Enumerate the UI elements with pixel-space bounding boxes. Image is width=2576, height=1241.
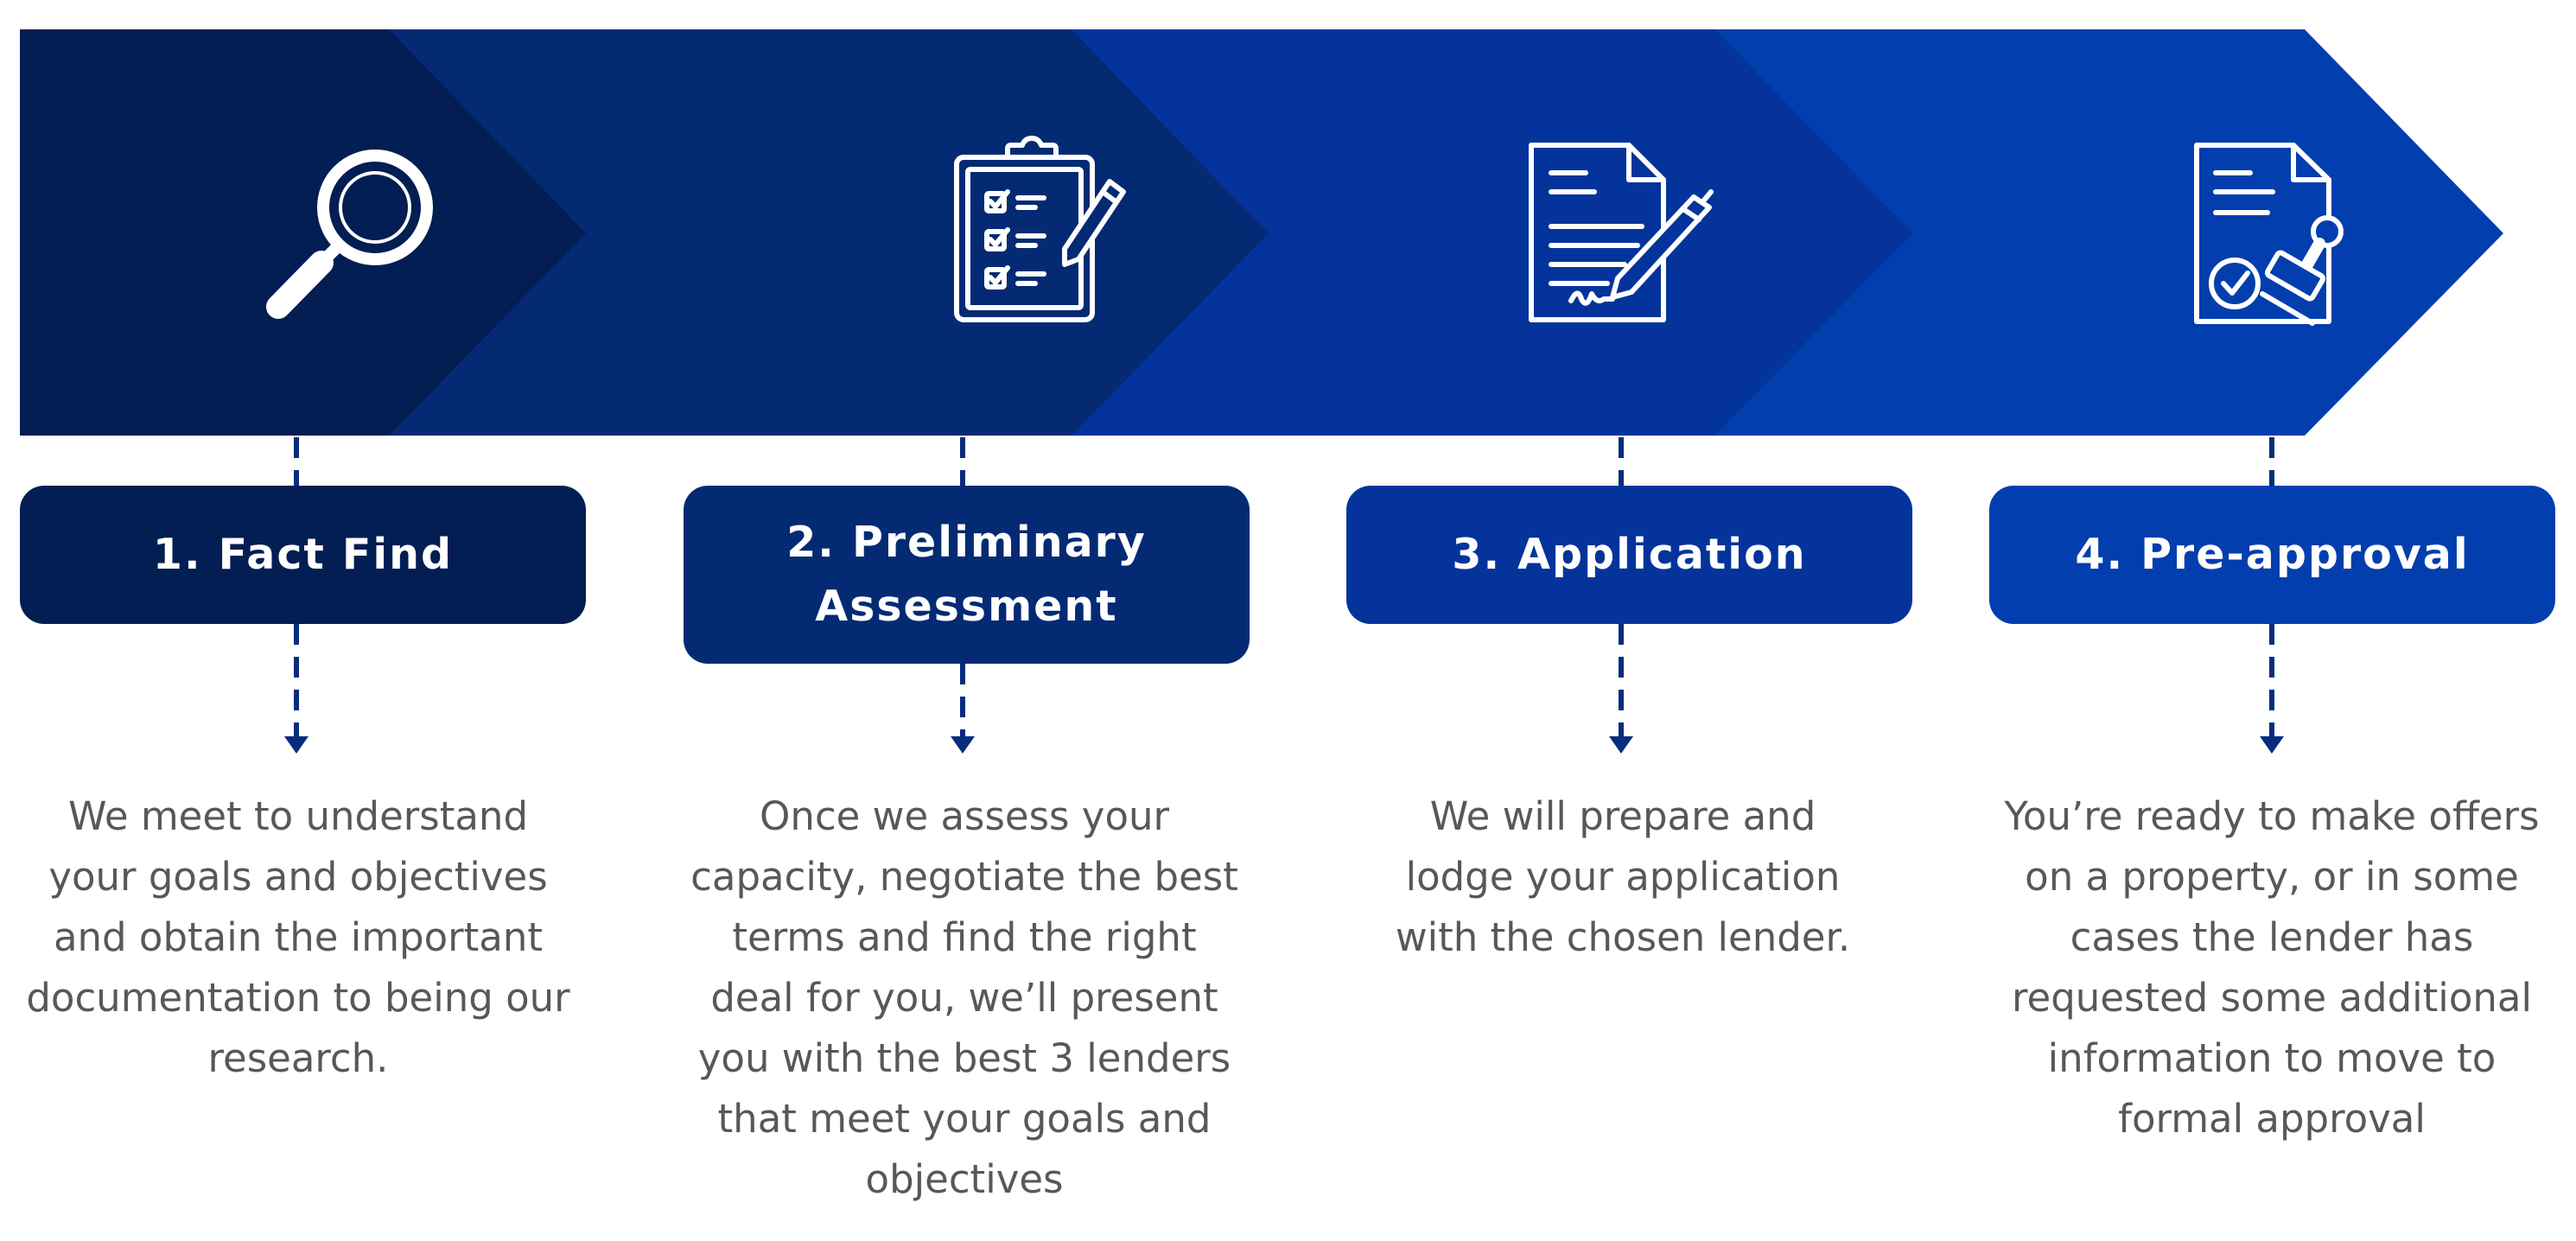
step-4-description: You’re ready to make offers on a propert… (2004, 793, 2540, 1142)
step-2-box: 2. Preliminary Assessment (684, 486, 1250, 664)
step-3-box: 3. Application (1346, 486, 1912, 624)
step-4-title: 4. Pre-approval (2075, 530, 2470, 579)
approved-document-stamp-icon (2194, 143, 2344, 326)
arrowhead-4 (2260, 736, 2284, 754)
document-signing-icon (1529, 143, 1714, 322)
chevron-step-2 (346, 29, 1269, 436)
arrowhead-1 (284, 736, 308, 754)
step-3-description: We will prepare and lodge your applicati… (1395, 793, 1851, 960)
clipboard-checklist-icon (954, 136, 1126, 322)
arrowhead-3 (1609, 736, 1633, 754)
step-4-box: 4. Pre-approval (1989, 486, 2555, 624)
process-banner (20, 29, 2503, 436)
chevron-step-1 (20, 29, 586, 436)
step-3-title: 3. Application (1452, 530, 1807, 579)
step-1-box: 1. Fact Find (20, 486, 586, 624)
step-1-title: 1. Fact Find (152, 530, 454, 579)
step-1-description: We meet to understand your goals and obj… (26, 793, 570, 1081)
arrowhead-2 (951, 736, 975, 754)
step-2-title: 2. Preliminary Assessment (786, 518, 1147, 631)
step-2-description: Once we assess your capacity, negotiate … (690, 793, 1238, 1202)
magnifying-glass-icon (266, 150, 433, 319)
